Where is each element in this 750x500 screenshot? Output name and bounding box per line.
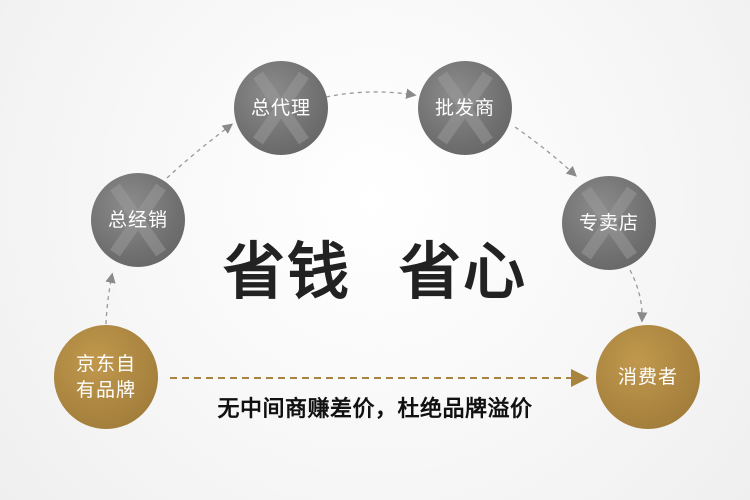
node-brand-label: 京东自有品牌	[75, 353, 136, 401]
node-store: 专卖店	[562, 176, 656, 270]
cross-watermark-icon	[581, 186, 637, 260]
cross-watermark-icon	[437, 71, 493, 145]
node-general-agent-label: 总代理	[250, 97, 311, 119]
connector-wholesaler-to-store	[514, 126, 577, 177]
node-wholesaler-label: 批发商	[434, 97, 495, 119]
node-wholesaler: 批发商	[418, 61, 512, 155]
cross-watermark-icon	[110, 183, 166, 257]
subline: 无中间商赚差价，杜绝品牌溢价	[217, 397, 533, 422]
connector-store-to-consumer	[629, 269, 648, 323]
node-distributor: 总经销	[91, 173, 185, 267]
connector-distributor-to-agent	[166, 123, 234, 179]
node-consumer-label: 消费者	[617, 366, 678, 388]
node-general-agent: 总代理	[234, 61, 328, 155]
headline-part1: 省钱	[222, 235, 351, 308]
connector-brand-to-distributor	[105, 272, 116, 325]
cross-watermark-icon	[253, 71, 309, 145]
headline-part2: 省心	[399, 235, 528, 308]
node-consumer: 消费者	[596, 325, 700, 429]
node-store-label: 专卖店	[578, 212, 639, 234]
node-brand: 京东自有品牌	[54, 325, 158, 429]
headline: 省钱 省心	[205, 237, 545, 307]
connector-agent-to-wholesaler	[325, 88, 417, 99]
node-distributor-label: 总经销	[107, 209, 168, 231]
